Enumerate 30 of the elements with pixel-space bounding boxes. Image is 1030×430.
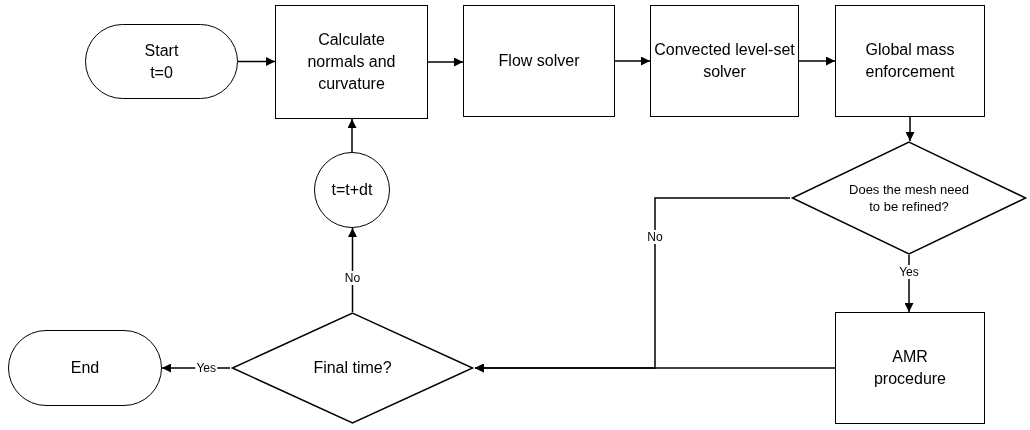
edge-label: No [343,271,362,286]
edge-label: Yes [195,361,217,375]
node-label: AMR procedure [872,347,947,389]
node-label: Convected level-set solver [653,40,796,82]
process-box [835,5,985,117]
arrow [237,57,276,66]
arrow [904,254,914,313]
decision-diamond [230,312,475,424]
process-box [835,312,985,424]
arrow [427,57,464,67]
arrow [614,56,651,66]
arrow [348,227,357,313]
node-label: Start t=0 [143,40,180,83]
arrow [474,363,836,373]
process-box [650,5,799,117]
node-label: Flow solver [497,51,581,71]
node-label: Final time? [312,358,393,378]
arrow [347,118,357,153]
node-label: Does the mesh need to be refined? [848,181,970,215]
edge-label: Yes [898,265,920,280]
decision-diamond [790,141,1028,255]
arrow [905,116,915,142]
process-box [275,5,428,119]
node-label: t=t+dt [330,180,374,200]
node-label: End [69,358,101,378]
process-box [463,5,615,117]
node-label: Calculate normals and curvature [306,30,397,94]
node-label: Global mass enforcement [864,40,956,82]
arrow [798,56,836,66]
edge-label: No [646,230,664,245]
